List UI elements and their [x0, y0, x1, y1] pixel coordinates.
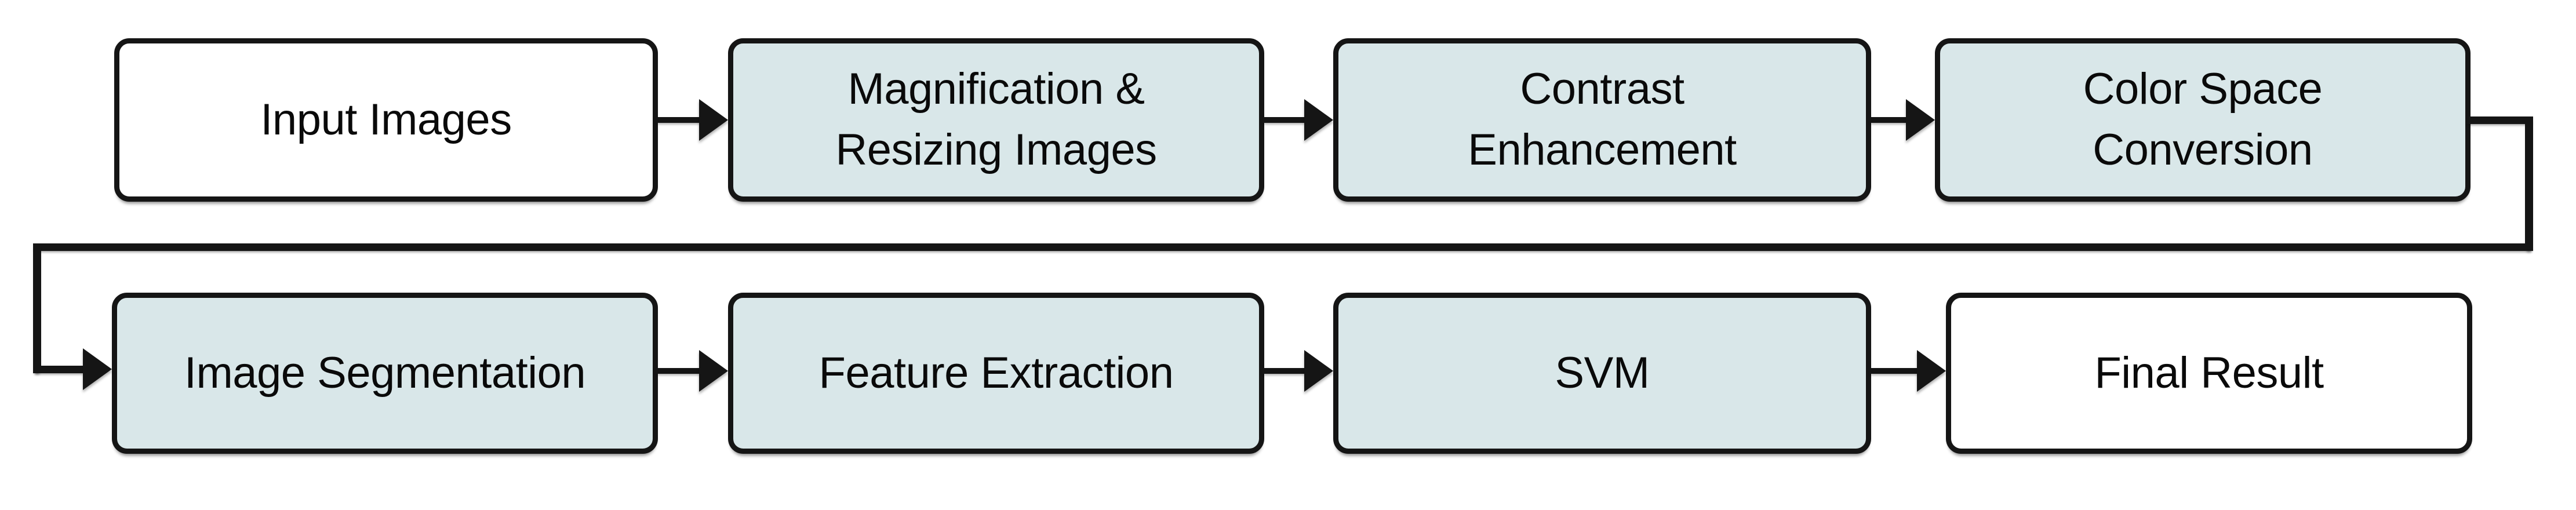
- wrap-connector-left-vertical: [33, 243, 41, 373]
- node-input-images: Input Images: [114, 38, 658, 202]
- arrow-shaft-svm-to-finalresult: [1869, 368, 1920, 374]
- arrowhead-magnification-to-contrast-icon: [1304, 99, 1333, 141]
- node-label: Magnification &: [847, 64, 1145, 114]
- node-magnification-resizing: Magnification & Resizing Images: [728, 38, 1264, 202]
- wrap-connector-horizontal-rail: [33, 243, 2533, 251]
- arrow-shaft-feature-to-svm: [1262, 368, 1307, 374]
- node-feature-extraction: Feature Extraction: [728, 293, 1264, 454]
- arrowhead-contrast-to-colorspace-icon: [1906, 99, 1935, 141]
- node-final-result: Final Result: [1946, 293, 2472, 454]
- wrap-connector-right-vertical: [2525, 116, 2533, 251]
- wrap-connector-exit-segment: [2466, 116, 2533, 124]
- arrowhead-feature-to-svm-icon: [1304, 350, 1333, 392]
- arrow-shaft-segmentation-to-feature: [656, 368, 702, 374]
- node-color-space-conversion: Color Space Conversion: [1935, 38, 2471, 202]
- node-label-line2: Resizing Images: [835, 125, 1157, 174]
- node-svm: SVM: [1333, 293, 1871, 454]
- node-label: Contrast: [1520, 64, 1684, 114]
- arrowhead-input-to-magnification-icon: [699, 99, 728, 141]
- arrow-shaft-input-to-magnification: [656, 117, 702, 123]
- node-label: Feature Extraction: [818, 348, 1174, 398]
- node-label: Input Images: [260, 94, 512, 144]
- arrowhead-svm-to-finalresult-icon: [1917, 350, 1946, 392]
- node-label: Final Result: [2094, 348, 2324, 398]
- arrow-shaft-magnification-to-contrast: [1262, 117, 1307, 123]
- node-label: SVM: [1555, 348, 1650, 398]
- node-label-line2: Conversion: [2093, 125, 2313, 174]
- arrowhead-segmentation-to-feature-icon: [699, 350, 728, 392]
- node-label: Color Space: [2083, 64, 2323, 114]
- arrowhead-colorspace-to-segmentation-icon: [83, 348, 112, 390]
- node-contrast-enhancement: Contrast Enhancement: [1333, 38, 1871, 202]
- node-label: Image Segmentation: [184, 348, 586, 398]
- node-label-line2: Enhancement: [1468, 125, 1737, 174]
- wrap-connector-entry-shaft: [33, 366, 85, 373]
- node-image-segmentation: Image Segmentation: [112, 293, 658, 454]
- arrow-shaft-contrast-to-colorspace: [1869, 117, 1909, 123]
